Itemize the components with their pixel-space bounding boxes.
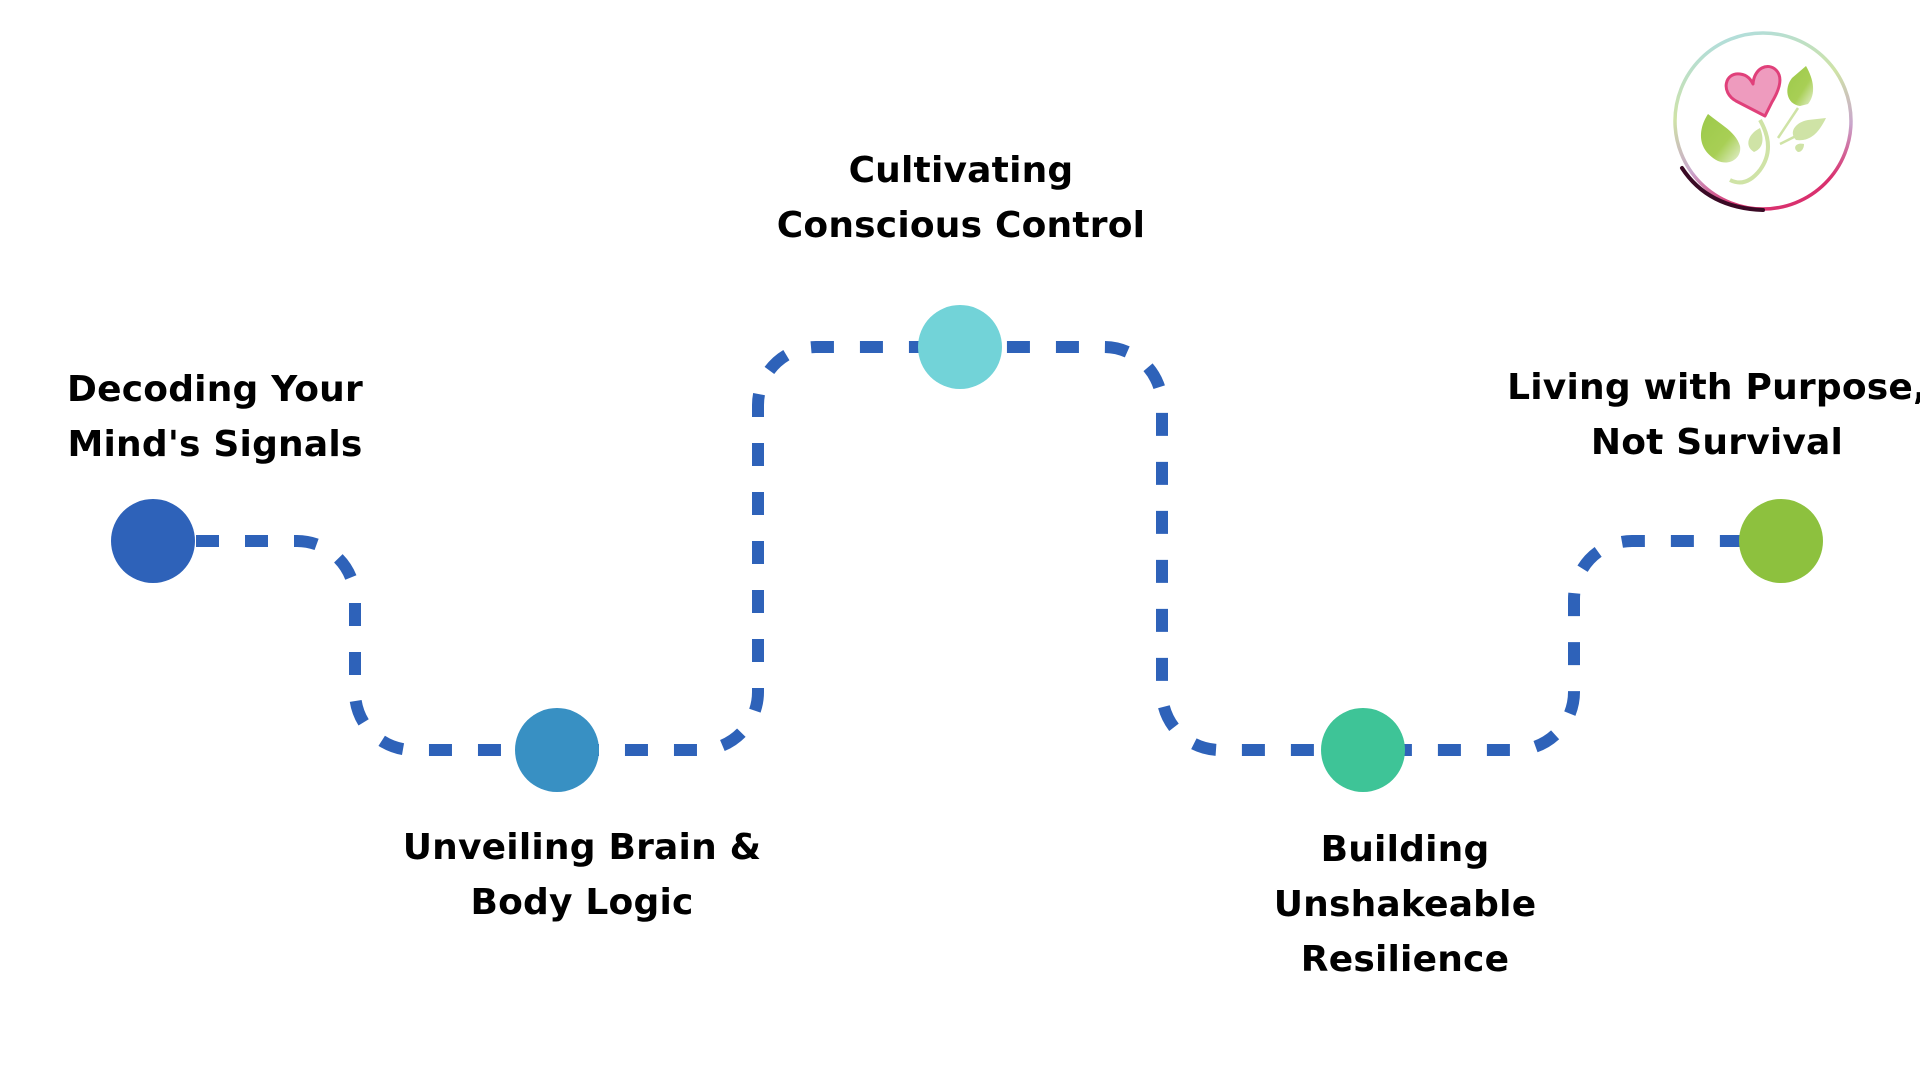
logo-leaf-icon	[1700, 114, 1741, 163]
step-2-label: Unveiling Brain & Body Logic	[382, 820, 782, 930]
logo-leaf-icon	[1787, 66, 1814, 106]
step-3-label: Cultivating Conscious Control	[741, 143, 1181, 253]
step-3-line-2: Conscious Control	[776, 205, 1146, 246]
logo-branch	[1776, 107, 1809, 146]
logo-leaf-icon	[1792, 118, 1826, 141]
logo-ring	[1673, 31, 1853, 211]
step-2-line-1: Unveiling Brain &	[402, 827, 762, 868]
step-1-label: Decoding Your Mind's Signals	[40, 362, 390, 472]
logo-dark-swoosh	[1680, 166, 1765, 212]
step-2-line-2: Body Logic	[470, 882, 694, 923]
step-3-line-1: Cultivating	[848, 150, 1074, 191]
step-4-line-3: Resilience	[1300, 939, 1510, 980]
logo-stem	[1729, 119, 1770, 185]
step-4-node	[1321, 708, 1405, 792]
step-1-line-2: Mind's Signals	[67, 424, 363, 465]
step-4-label: Building Unshakeable Resilience	[1215, 822, 1595, 987]
logo-heart-icon	[1724, 65, 1782, 118]
step-1-node	[111, 499, 195, 583]
step-5-node	[1739, 499, 1823, 583]
step-5-label: Living with Purpose, Not Survival	[1497, 360, 1920, 470]
step-3-node	[918, 305, 1002, 389]
step-2-node	[515, 708, 599, 792]
step-5-line-1: Living with Purpose,	[1507, 367, 1920, 408]
logo-leaf-icon	[1795, 143, 1804, 152]
logo-leaf-icon	[1748, 128, 1763, 152]
step-4-line-1: Building	[1320, 829, 1490, 870]
heart-with-leaves-logo	[1673, 31, 1853, 212]
step-1-line-1: Decoding Your	[67, 369, 363, 410]
step-4-line-2: Unshakeable	[1273, 884, 1537, 925]
step-5-line-2: Not Survival	[1590, 422, 1844, 463]
